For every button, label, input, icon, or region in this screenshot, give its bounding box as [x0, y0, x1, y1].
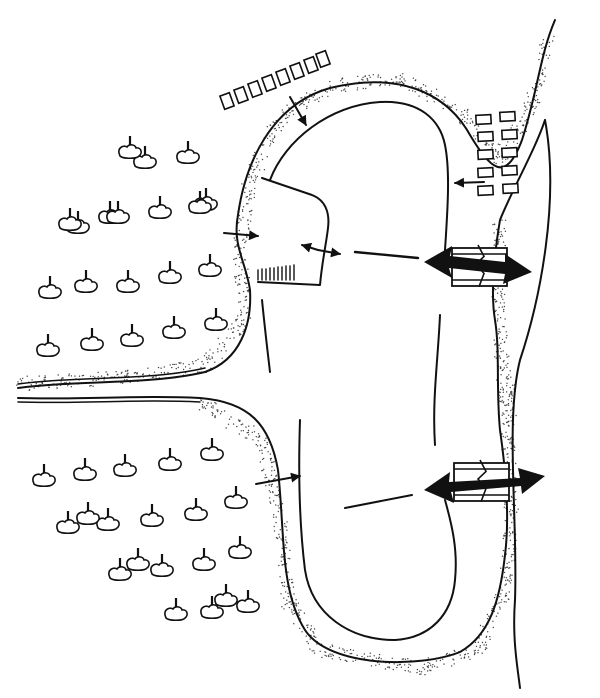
tree-icon — [204, 308, 228, 332]
lake-inner-left — [261, 299, 271, 373]
tree-icon — [164, 598, 188, 622]
building-icon — [476, 184, 495, 197]
tree-icon — [38, 276, 62, 300]
shoreline-right-lower — [511, 119, 552, 689]
building-icon — [302, 55, 320, 75]
building-icon — [246, 79, 264, 99]
building-icon — [498, 110, 517, 123]
tree-icon — [126, 548, 150, 572]
lake-inner-right — [433, 314, 441, 446]
river-bank-north — [17, 367, 206, 385]
tree-icon — [162, 316, 186, 340]
lake-inner-lower — [298, 419, 457, 641]
tree-icon — [148, 196, 172, 220]
buildings — [218, 49, 520, 197]
tree-icon — [108, 558, 132, 582]
exchange-line-upper — [353, 250, 420, 260]
building-icon — [501, 182, 520, 195]
building-icon — [476, 166, 495, 179]
tree-icon — [106, 201, 130, 225]
shore-stipple — [16, 35, 555, 676]
tree-icon — [32, 464, 56, 488]
double-arrow-icon — [424, 246, 532, 284]
tree-icon — [228, 536, 252, 560]
harbour-basin — [257, 177, 330, 286]
building-icon — [500, 164, 519, 177]
tree-icon — [116, 270, 140, 294]
tree-icon — [176, 141, 200, 165]
tree-icon — [200, 438, 224, 462]
arrow-icon — [223, 230, 259, 241]
arrow-icon — [289, 96, 307, 126]
tree-icon — [198, 254, 222, 278]
tree-icon — [184, 498, 208, 522]
tree-icon — [158, 261, 182, 285]
tree-icon — [158, 448, 182, 472]
lake-outline — [269, 100, 450, 251]
vegetation — [32, 136, 260, 622]
tree-icon — [58, 208, 82, 232]
building-icon — [288, 61, 306, 81]
tree-icon — [113, 454, 137, 478]
tree-icon — [74, 270, 98, 294]
arrow-icon — [454, 177, 485, 188]
tree-icon — [76, 502, 100, 526]
shoreline-lower — [17, 119, 546, 664]
building-icon — [476, 130, 495, 143]
arrow-icon — [317, 247, 341, 258]
harbour-jetty — [257, 264, 295, 281]
tree-icon — [36, 334, 60, 358]
tree-icon — [150, 554, 174, 578]
tree-icon — [192, 548, 216, 572]
building-icon — [218, 91, 236, 111]
tree-icon — [80, 328, 104, 352]
tree-icon — [118, 136, 142, 160]
building-icon — [476, 148, 495, 161]
river-bank-south — [17, 400, 201, 404]
tree-icon — [224, 486, 248, 510]
tree-icon — [200, 596, 224, 620]
building-icon — [232, 85, 250, 105]
building-icon — [500, 128, 519, 141]
building-icon — [314, 49, 332, 69]
arrow-icon — [301, 242, 319, 253]
exchange-line-lower — [344, 494, 413, 509]
tree-icon — [96, 508, 120, 532]
building-icon — [500, 146, 519, 159]
bridges — [451, 244, 510, 503]
building-icon — [474, 113, 493, 126]
tree-icon — [56, 511, 80, 535]
building-icon — [274, 67, 292, 87]
tree-icon — [120, 324, 144, 348]
tree-icon — [236, 590, 260, 614]
tree-icon — [140, 504, 164, 528]
tree-icon — [214, 584, 238, 608]
tree-icon — [73, 458, 97, 482]
tree-icon — [188, 191, 212, 215]
arrow-icon — [255, 472, 301, 485]
building-icon — [260, 73, 278, 93]
double-arrow-icon — [424, 468, 545, 503]
